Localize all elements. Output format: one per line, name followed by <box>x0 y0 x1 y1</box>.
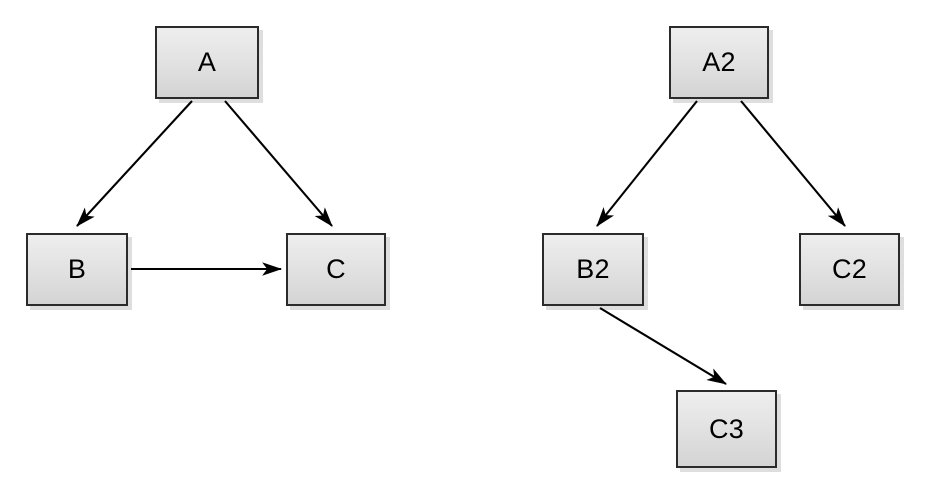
node-B-label: B <box>67 254 87 284</box>
node-C2[interactable]: C2 <box>799 233 900 306</box>
node-B[interactable]: B <box>26 233 128 306</box>
node-B2-label: B2 <box>576 254 610 284</box>
node-A2[interactable]: A2 <box>669 26 769 99</box>
edge-A-B[interactable] <box>76 100 193 227</box>
node-C-label: C <box>326 254 346 284</box>
node-B2[interactable]: B2 <box>542 233 644 306</box>
edge-B2-C3[interactable] <box>599 307 727 385</box>
edge-A2-B2[interactable] <box>596 100 698 227</box>
node-C[interactable]: C <box>286 233 386 306</box>
node-C2-label: C2 <box>832 254 867 284</box>
node-A2-label: A2 <box>702 47 736 77</box>
edge-A-C[interactable] <box>224 100 333 227</box>
node-C3-label: C3 <box>709 413 744 444</box>
edge-A2-C2[interactable] <box>740 100 846 227</box>
node-A-label: A <box>197 47 217 77</box>
node-A[interactable]: A <box>155 26 259 99</box>
node-C3[interactable]: C3 <box>676 390 777 468</box>
